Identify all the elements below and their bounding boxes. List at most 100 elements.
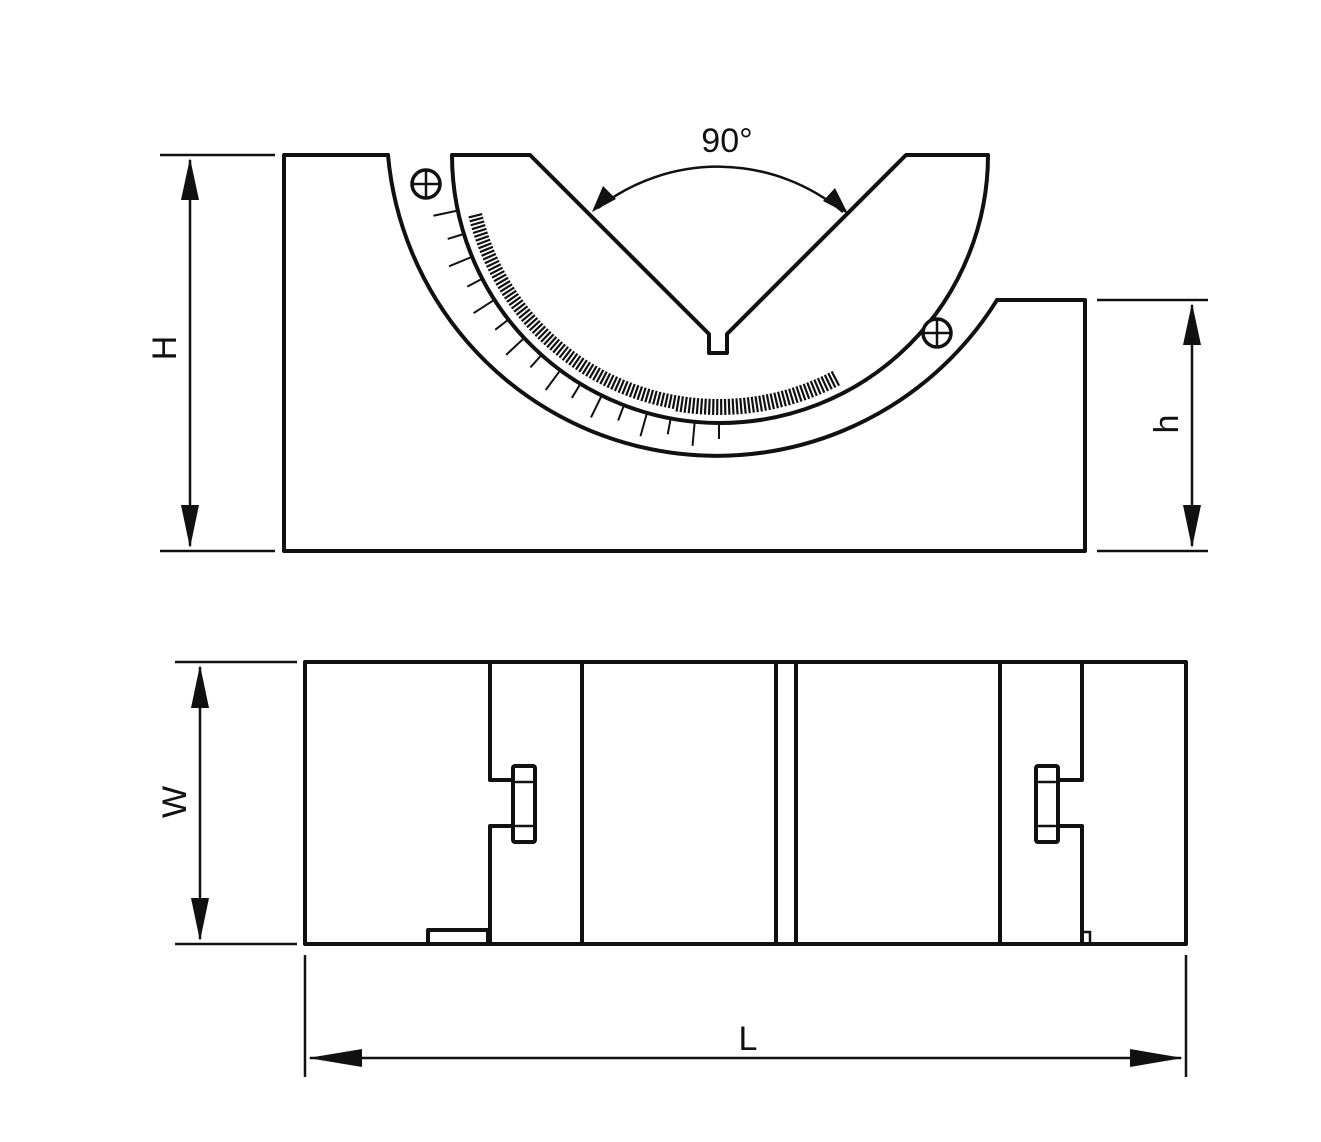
graduation-tick bbox=[731, 398, 735, 415]
graduation-tick bbox=[699, 398, 704, 415]
graduation-tick bbox=[816, 377, 826, 394]
graduation-tick bbox=[791, 387, 799, 404]
width-arrow-top bbox=[191, 665, 209, 708]
angle-arrow-right bbox=[823, 188, 848, 214]
graduation-tick bbox=[469, 216, 484, 223]
scale-tick bbox=[448, 256, 472, 268]
graduation-tick bbox=[493, 273, 507, 283]
graduation-tick bbox=[746, 397, 751, 414]
graduation-tick bbox=[769, 393, 776, 410]
left-clamp-profile bbox=[488, 660, 515, 946]
height-arrow-top bbox=[181, 158, 199, 200]
graduation-tick bbox=[482, 252, 497, 261]
partial-height-label: h bbox=[1148, 415, 1186, 434]
graduation-tick bbox=[574, 357, 585, 371]
graduation-tick bbox=[675, 395, 681, 412]
graduation-tick bbox=[501, 286, 515, 297]
angle-dimension-arc bbox=[597, 165, 844, 213]
screw-icon bbox=[410, 168, 442, 200]
base-block-outline bbox=[282, 153, 1087, 553]
v-body-outline bbox=[450, 153, 990, 425]
left-foot-pad bbox=[426, 928, 490, 946]
scale-tick bbox=[639, 412, 648, 437]
graduation-tick bbox=[758, 395, 763, 412]
graduation-tick bbox=[518, 308, 531, 319]
graduation-tick bbox=[625, 382, 633, 397]
graduation-tick bbox=[648, 389, 655, 404]
graduation-tick bbox=[561, 348, 573, 361]
graduation-tick bbox=[671, 394, 677, 410]
scale-tick bbox=[529, 354, 542, 369]
graduation-tick bbox=[479, 245, 494, 254]
graduation-tick bbox=[806, 382, 815, 398]
graduation-tick bbox=[506, 292, 520, 303]
scale-tick bbox=[691, 421, 696, 446]
graduation-tick bbox=[632, 384, 640, 399]
graduation-tick bbox=[820, 376, 830, 392]
graduation-tick bbox=[513, 302, 526, 313]
length-label: L bbox=[739, 1020, 758, 1058]
screw-icon bbox=[921, 317, 953, 349]
graduation-tick bbox=[499, 283, 513, 293]
graduation-tick bbox=[735, 398, 739, 415]
graduation-tick bbox=[565, 350, 576, 364]
graduation-tick bbox=[555, 343, 566, 356]
graduation-tick bbox=[543, 333, 555, 346]
graduation-tick bbox=[486, 259, 500, 268]
graduation-tick bbox=[628, 383, 636, 398]
graduation-tick bbox=[813, 379, 822, 395]
graduation-tick bbox=[613, 377, 622, 392]
graduation-tick bbox=[610, 376, 619, 390]
graduation-tick bbox=[739, 397, 743, 415]
graduation-tick bbox=[750, 396, 755, 413]
graduation-tick bbox=[552, 341, 564, 354]
graduation-tick bbox=[602, 372, 612, 387]
graduation-tick bbox=[780, 390, 787, 407]
angle-arrow-left bbox=[592, 186, 616, 212]
scale-tick bbox=[666, 418, 672, 435]
graduation-tick bbox=[599, 371, 608, 385]
graduation-tick bbox=[508, 296, 522, 307]
graduation-tick bbox=[773, 392, 780, 409]
graduation-tick bbox=[652, 390, 658, 405]
graduation-tick bbox=[578, 359, 588, 373]
scale-tick bbox=[433, 209, 458, 217]
scale-tick bbox=[505, 337, 525, 356]
graduation-tick bbox=[640, 387, 647, 402]
graduation-tick bbox=[802, 383, 811, 400]
graduation-tick bbox=[667, 394, 673, 409]
front-view: 90° H h bbox=[146, 122, 1208, 553]
scale-tick bbox=[617, 405, 625, 421]
graduation-tick bbox=[695, 398, 700, 415]
graduation-tick bbox=[659, 392, 666, 407]
graduation-tick bbox=[636, 386, 644, 401]
angle-label: 90° bbox=[701, 122, 752, 160]
graduation-tick bbox=[526, 317, 539, 329]
graduation-band bbox=[468, 212, 841, 416]
scale-tick bbox=[494, 319, 509, 331]
right-clamp-block bbox=[1034, 764, 1060, 844]
graduation-tick bbox=[571, 355, 582, 368]
cradle-outer-arc bbox=[386, 153, 999, 458]
graduation-tick bbox=[703, 398, 707, 415]
height-label: H bbox=[146, 336, 184, 361]
length-arrow-left bbox=[308, 1049, 362, 1067]
graduation-tick bbox=[581, 361, 591, 375]
graduation-tick bbox=[799, 384, 807, 401]
graduation-tick bbox=[765, 394, 772, 411]
graduation-tick bbox=[606, 374, 615, 389]
graduation-tick bbox=[823, 374, 833, 390]
graduation-tick bbox=[742, 397, 747, 414]
graduation-tick bbox=[754, 396, 759, 413]
graduation-tick bbox=[663, 393, 669, 408]
scale-tick bbox=[571, 383, 582, 399]
graduation-tick bbox=[487, 263, 502, 272]
graduation-tick bbox=[644, 388, 651, 403]
graduation-tick bbox=[827, 372, 837, 388]
graduation-tick bbox=[595, 369, 605, 383]
graduation-tick bbox=[471, 224, 486, 231]
left-clamp-block bbox=[511, 764, 537, 844]
graduation-tick bbox=[679, 396, 685, 413]
graduation-tick bbox=[476, 238, 491, 246]
